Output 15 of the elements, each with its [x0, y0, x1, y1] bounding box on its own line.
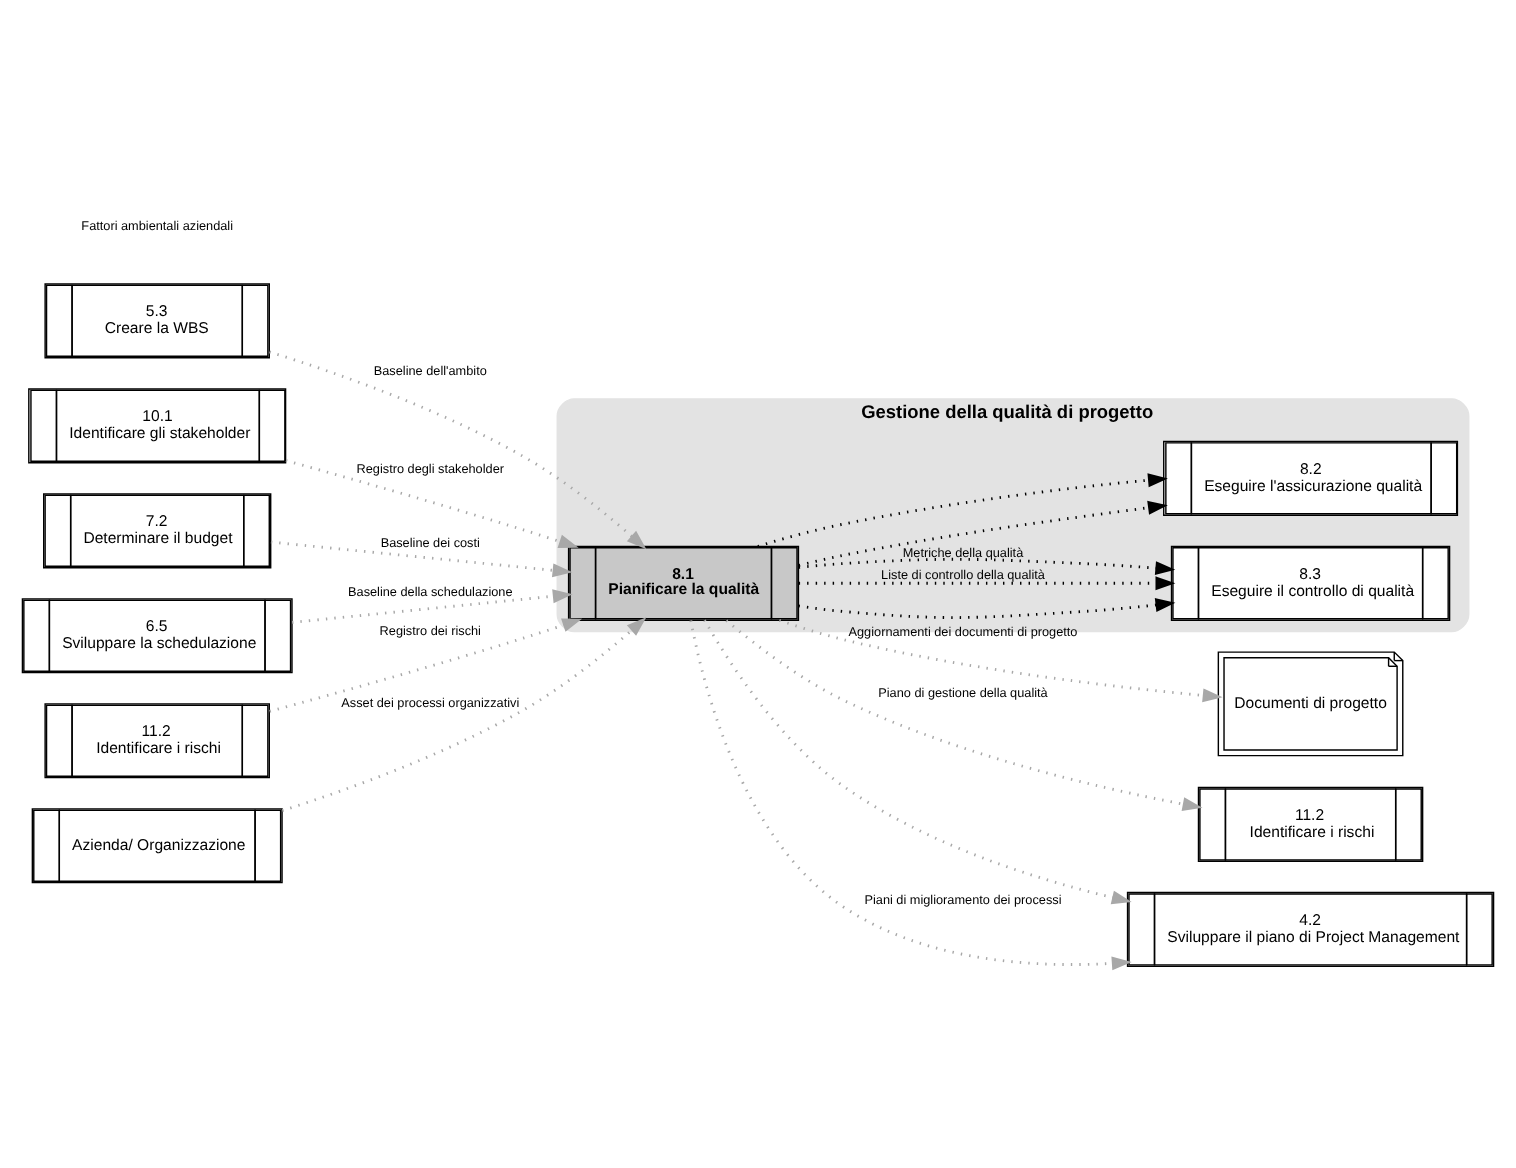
arrow	[798, 557, 1176, 576]
arrow	[689, 620, 1132, 971]
arrow	[269, 618, 583, 713]
arrow	[285, 459, 579, 549]
arrow	[798, 598, 1176, 619]
arrow	[281, 617, 647, 812]
arrow	[291, 589, 573, 624]
arrow	[703, 619, 1132, 905]
arrow	[269, 350, 647, 550]
arrow	[270, 540, 573, 578]
arrow	[725, 619, 1203, 811]
arrow	[798, 576, 1176, 591]
arrow	[798, 500, 1168, 567]
arrow	[778, 618, 1223, 703]
arrow	[757, 473, 1168, 548]
